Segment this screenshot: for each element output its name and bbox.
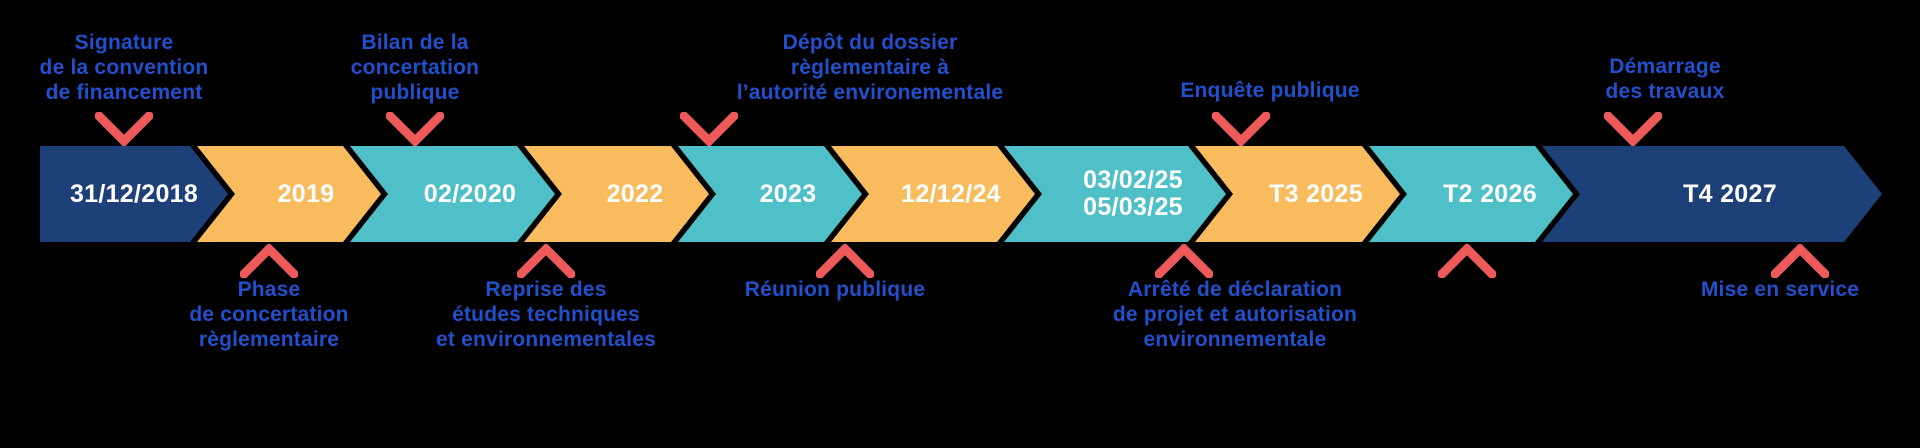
chevron-shape-2 <box>197 146 381 242</box>
annotation-top-depot-dossier: Dépôt du dossier règlementaire à l’autor… <box>736 31 1004 104</box>
annotation-top-enquete-publique: Enquête publique <box>1180 79 1360 102</box>
chevron-shape-1 <box>40 146 228 242</box>
pointer-up-icon-6 <box>1771 244 1829 278</box>
chevron-shape-3 <box>350 146 555 242</box>
pointer-down-icon-4 <box>1212 112 1270 146</box>
annotation-top-signature-convention: Signature de la convention de financemen… <box>39 31 209 104</box>
annotation-bottom-phase-concertation: Phase de concertation règlementaire <box>189 278 349 351</box>
chevron-shape-5 <box>678 146 862 242</box>
pointer-down-icon-1 <box>95 112 153 146</box>
pointer-down-icon-5 <box>1604 112 1662 146</box>
pointer-up-icon-3 <box>816 244 874 278</box>
annotation-bottom-reprise-etudes: Reprise des études techniques et environ… <box>436 278 656 351</box>
pointer-up-icon-2 <box>517 244 575 278</box>
chevron-shape-7 <box>1004 146 1226 242</box>
chevron-shape-9 <box>1369 146 1573 242</box>
pointer-up-icon-1 <box>240 244 298 278</box>
chevron-shape-4 <box>524 146 709 242</box>
annotation-top-demarrage-travaux: Démarrage des travaux <box>1605 55 1725 103</box>
annotation-bottom-reunion-publique: Réunion publique <box>744 278 926 301</box>
pointer-up-icon-4 <box>1155 244 1213 278</box>
timeline-chevron-band <box>40 146 1882 242</box>
annotation-bottom-arrete-declaration: Arrêté de déclaration de projet et autor… <box>1112 278 1358 351</box>
pointer-down-icon-2 <box>386 112 444 146</box>
chevron-shape-10 <box>1542 146 1882 242</box>
pointer-down-icon-3 <box>680 112 738 146</box>
annotation-top-bilan-concertation: Bilan de la concertation publique <box>350 31 480 104</box>
chevron-shape-8 <box>1195 146 1400 242</box>
pointer-up-icon-5 <box>1438 244 1496 278</box>
annotation-bottom-mise-en-service: Mise en service <box>1700 278 1860 301</box>
chevron-shape-6 <box>831 146 1035 242</box>
